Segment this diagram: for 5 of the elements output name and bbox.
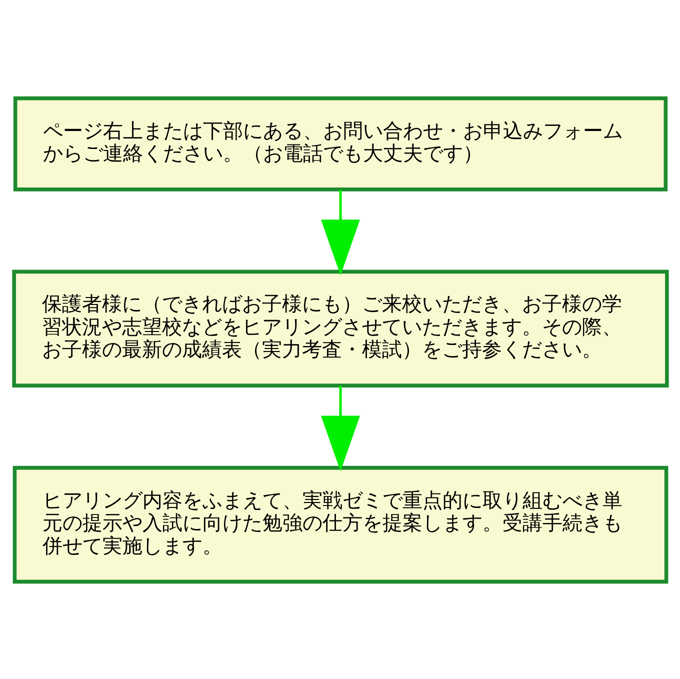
arrow: [320, 385, 360, 471]
node-box: ヒアリング内容をふまえて、実戦ゼミで重点的に取り組むべき単元の提示や入試に向けた勉強の仕方を提案します。受講手続きも併せて実施します。: [12, 465, 668, 584]
node-box: ページ右上または下部にある、お問い合わせ・お申込みフォームからご連絡ください。（お電話でも大丈夫です）: [12, 96, 668, 191]
node-box: 保護者様に（できればお子様にも）ご来校いただき、お子様の学習状況や志望校などをヒアリングさせていただきます。その際、お子様の最新の成績表（実力考査・模試）をご持参ください。: [12, 269, 668, 387]
arrow: [320, 189, 360, 275]
